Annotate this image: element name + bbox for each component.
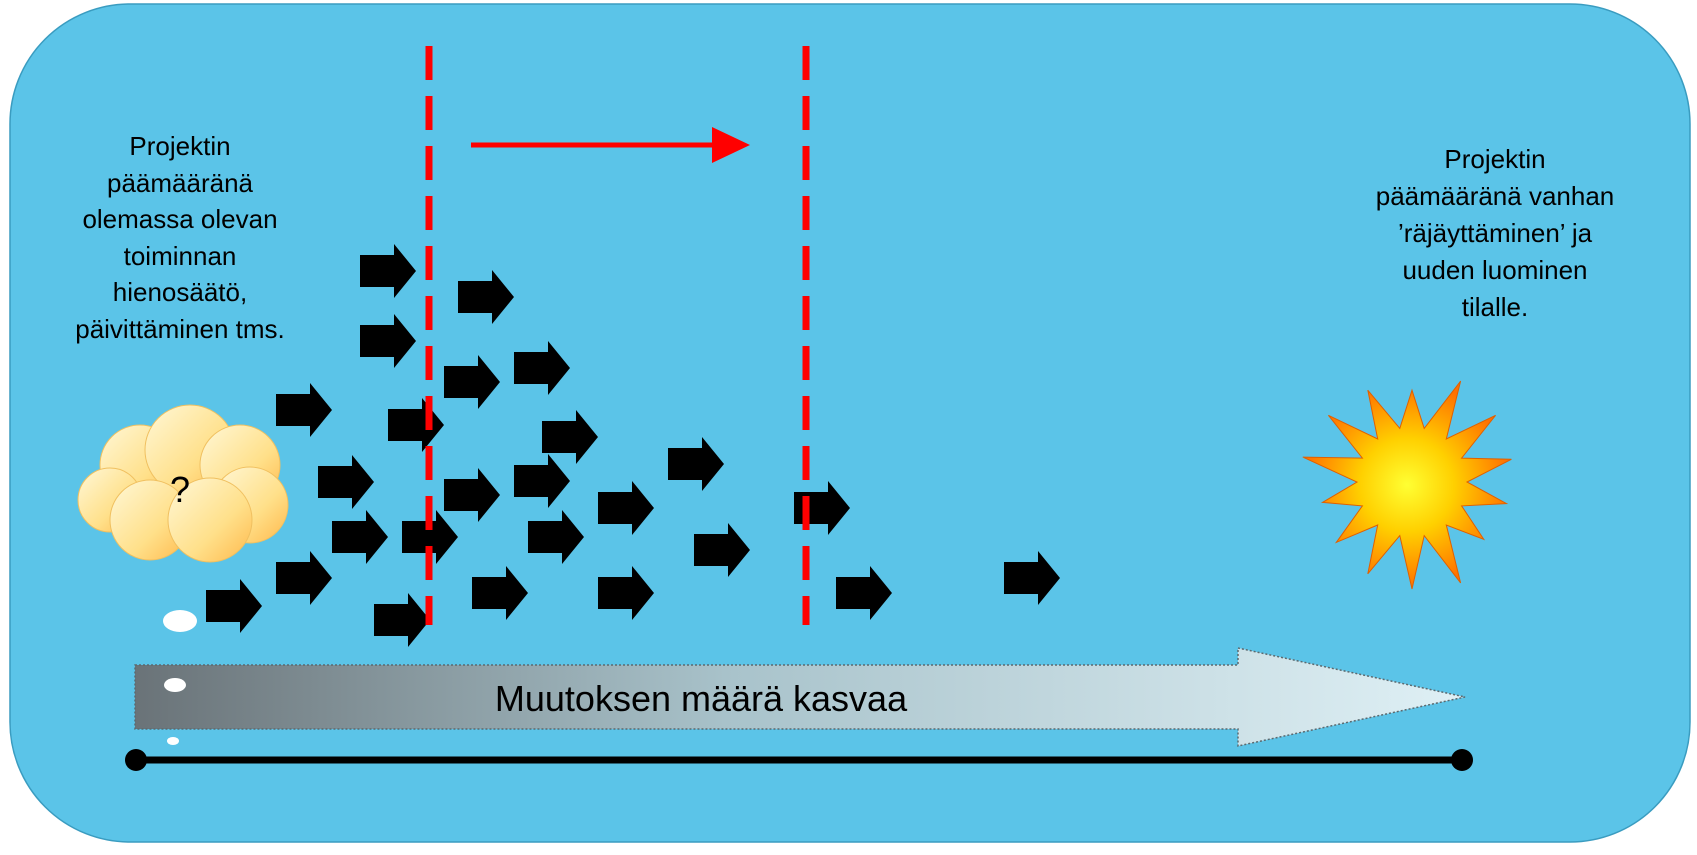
left-text-line: olemassa olevan [82,204,278,234]
right-arrow-icon [402,510,458,564]
left-text-line: päivittäminen tms. [75,313,285,344]
right-arrow-icon [276,551,332,605]
cloud-question-mark: ? [169,469,191,510]
left-text-line: päämääränä [107,167,253,198]
right-arrow-icon [276,383,332,437]
change-band-arrow [134,647,1466,747]
right-arrow-icon [598,481,654,535]
right-arrow-icon [668,437,724,491]
right-arrow-icon [542,410,598,464]
right-arrow-icon [472,566,528,620]
right-arrow-icon [360,244,416,298]
right-arrow-icon [374,593,430,647]
left-text-line: toiminnan [123,240,237,271]
left-description: Projektin päämääränä olemassa olevan toi… [30,128,330,347]
right-arrow-icon [514,454,570,508]
right-arrow-icon [360,314,416,368]
left-text-line: hienosäätö, [112,277,248,307]
band-label: Muutoksen määrä kasvaa [494,678,908,719]
right-arrow-icon [332,510,388,564]
right-text-line: tilalle. [1461,292,1529,322]
arrow-group [206,244,1060,647]
right-arrow-icon [458,270,514,324]
right-arrow-icon [206,579,262,633]
right-arrow-icon [444,468,500,522]
right-text-line: Projektin [1444,144,1546,174]
cloud-icon [77,404,289,745]
left-text-line: Projektin [129,131,231,161]
right-arrow-icon [514,341,570,395]
shift-arrow-icon [471,127,750,163]
right-arrow-icon [598,566,654,620]
right-arrow-icon [836,566,892,620]
right-text-line: ’räjäyttäminen’ ja [1397,218,1593,248]
right-arrow-icon [528,510,584,564]
right-arrow-icon [318,455,374,509]
right-text-line: uuden luominen [1402,255,1588,285]
baseline-start-dot [125,749,147,771]
right-text-line: päämääränä vanhan [1375,181,1615,211]
right-arrow-icon [1004,551,1060,605]
right-arrow-icon [444,355,500,409]
baseline-end-dot [1451,749,1473,771]
starburst-icon [1302,380,1512,590]
right-description: Projektin päämääränä vanhan ’räjäyttämin… [1330,141,1660,326]
right-arrow-icon [694,523,750,577]
